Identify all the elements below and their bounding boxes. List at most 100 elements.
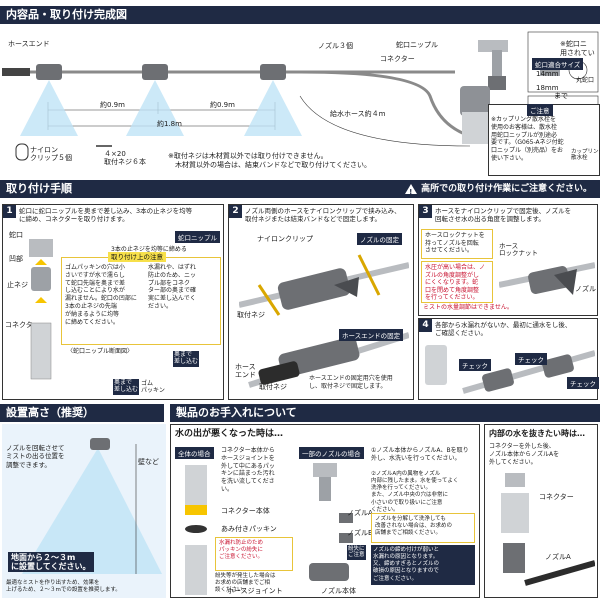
step-number: 2	[229, 205, 242, 218]
label-faucet: 蛇口	[9, 231, 23, 239]
caution-title: 取り付け上の注意	[108, 252, 166, 263]
label-screw: 取付ネジ	[237, 311, 265, 319]
label-connector-body: コネクター本体	[221, 507, 270, 515]
label-hose-joint: ホースジョイント	[227, 587, 283, 595]
caution-all: 水漏れ防止のためパッキンの紛失にご注意ください。	[215, 537, 293, 571]
screw-note: 3本の止ネジを均等に締める	[111, 246, 187, 253]
section-header-install: 取り付け手順 高所での取り付け作業にご注意ください。	[0, 180, 600, 199]
label-nozzle-body: ノズル本体	[321, 587, 356, 595]
step1-text: 蛇口に蛇口ニップルを奥まで差し込み、3本の止ネジを均等に締め、コネクターを取り付…	[19, 207, 193, 224]
care-drain-panel: 内部の水を抜きたい時は… コネクターを外した後、ノズル本体からノズルAを外してく…	[484, 424, 598, 598]
step4-text: 各部から水漏れがないか、最初に通水をし後、ご確認ください。	[435, 321, 572, 338]
height-note: ノズルを回転させてミストの出る位置を調整できます。	[6, 444, 65, 469]
section-title: 内容品・取り付け完成図	[6, 8, 127, 21]
section-title: 取り付け手順	[6, 182, 72, 195]
note1: ※取付ネジは木材質以外では取り付けできません。	[168, 152, 328, 160]
coupling-label: カップリング 散水栓	[571, 149, 600, 162]
label-dist1: 約0.9m	[100, 101, 125, 109]
step1-drawing	[29, 239, 53, 380]
hose-end-fix-tag: ホースエンドの固定	[339, 329, 404, 341]
step2-text: ノズル両側のホースをナイロンクリップで挟み込み、取付ネジまたは結束バンドなどで固…	[245, 207, 401, 224]
round-faucet: 丸蛇口	[576, 77, 595, 84]
section-title: 設置高さ（推奨）	[6, 406, 94, 419]
nozzle-fix-tag: ノズルの固定	[357, 233, 402, 245]
label-nozzle-a2: ノズルA	[545, 553, 571, 561]
step1-panel: 1 蛇口に蛇口ニップルを奥まで差し込み、3本の止ネジを均等に締め、コネクターを取…	[2, 204, 224, 400]
height-drawing	[22, 438, 162, 574]
label-wall: 壁など	[138, 458, 159, 466]
nipple-tag: 蛇口ニップル	[175, 231, 220, 243]
all-case-drawing	[185, 465, 207, 595]
section-header-care: 製品のお手入れについて	[170, 404, 600, 422]
faucet-box-text1: ※蛇口ニ	[560, 40, 587, 48]
section-header-height: 設置高さ（推奨）	[0, 404, 164, 422]
height-recommend: 地面から２～３m に設置してください。	[8, 552, 94, 573]
rotate-note: ノズルの締め付けが弱いと水漏れの原因となります。又、締めすぎるとノズルの破損の原…	[371, 545, 475, 585]
step4-drawing	[425, 345, 595, 394]
label-stop-screw: 止ネジ	[7, 281, 28, 289]
label-clip: ナイロン クリップ５個	[30, 146, 72, 163]
label-nylon-clip: ナイロンクリップ	[257, 235, 313, 243]
label-nozzle-b: ノズルB	[347, 529, 373, 537]
label-lock-nut: ホース ロックナット	[499, 242, 538, 258]
step3-text: ホースをナイロンクリップで固定後、ノズルを回転させ水の出る角度を調整します。	[435, 207, 572, 224]
drain-drawing	[501, 473, 595, 586]
label-packing: あみ付きパッキン	[221, 525, 277, 533]
part-case-text2: ②ノズルA内の異物をノズル 内部に残したまま。水を使ってよく洗浄を行ってください…	[371, 471, 459, 513]
height-warning: 高所での取り付け作業にご注意ください。	[405, 182, 592, 199]
section-header-contents: 内容品・取り付け完成図	[0, 6, 600, 24]
label-feed-hose: 給水ホース約４m	[330, 110, 386, 118]
label-nozzle-a: ノズルA	[347, 509, 373, 517]
lock-note: ホースロックナットを持ってノズルを回転させてください。	[421, 229, 493, 259]
caution-all2: 紛失等が発生した場合はお求めの店舗までご相談ください。	[215, 573, 276, 594]
label-recess: 凹部	[9, 255, 23, 263]
step3-panel: 3 ホースをナイロンクリップで固定後、ノズルを回転させ水の出る角度を調整します。…	[418, 204, 598, 316]
all-case-tag: 全体の場合	[175, 447, 214, 459]
part-case-tag: 一部のノズルの場合	[299, 447, 364, 459]
label-hose-end: ホース エンド	[235, 363, 256, 380]
install-caution-box: 取り付け上の注意 ゴムパッキンの穴は小さいですが水で濡らして蛇口先端を奥まで差し…	[61, 252, 221, 345]
step2-drawing	[239, 254, 409, 388]
hose-end-note: ホースエンドの固定用穴を使用し、取付ネジで固定します。	[309, 375, 393, 390]
step-number: 3	[419, 205, 432, 218]
caution-title: ご注意	[527, 104, 553, 116]
label-connector: コネクター	[380, 55, 415, 63]
check-tag-3: チェック	[567, 377, 599, 389]
size-until: まで	[554, 92, 568, 100]
drain-text: コネクターを外した後、ノズル本体からノズルAを外してください。	[489, 443, 560, 466]
step3-drawing	[499, 262, 595, 295]
size1: 14mm	[536, 70, 559, 78]
caution-lines: ※カップリング散水栓を使用のお客様は、散水栓用蛇口ニップルが別途必要です。（G0…	[491, 116, 564, 162]
push-in-tag: 奥まで 差し込む	[173, 351, 200, 367]
push-in-tag2: 奥まで 差し込む	[113, 379, 140, 395]
label-faucet-nipple: 蛇口ニップル	[396, 41, 438, 49]
height-foot: 最適なミストを作り出すため、効果を上げるため、２～３mでの設置を推奨します。	[6, 580, 121, 594]
mist-warning: ミストの水量調節はできません。	[423, 304, 513, 311]
check-tag-1: チェック	[459, 359, 491, 371]
drain-title: 内部の水を抜きたい時は…	[489, 429, 585, 438]
warning-icon	[405, 183, 418, 199]
label-nozzle-count: ノズル３個	[318, 42, 353, 50]
part-case-text: ①ノズル本体からノズルA、Bを取り外し、水洗いを行ってください。	[371, 447, 469, 462]
step4-panel: 4 各部から水漏れがないか、最初に通水をし後、ご確認ください。 チェック チェッ…	[418, 318, 599, 400]
faucet-box-text2: 用されてい	[560, 49, 595, 57]
yellow-note: ノズルを分解して洗浄しても改善されない場合は、お求めの店舗までご相談ください。	[371, 513, 475, 543]
faucet-fit-tag: 蛇口適合サイズ	[532, 58, 584, 70]
note2: 木材質以外の場合は、結束バンドなどで取り付けてください。	[168, 161, 371, 169]
step-number: 1	[3, 205, 16, 218]
section-title: 製品のお手入れについて	[176, 406, 297, 419]
lose-tag: 紛失に ご注意	[347, 545, 366, 560]
angle-note: 水圧が高い場合は、ノズルの角度調整がしにくくなります。蛇口を閉めて角度調整を行っ…	[421, 261, 493, 303]
rubber-packing-label: ゴム パッキン	[141, 380, 165, 394]
all-case-text: コネクター本体からホースジョイントを外して中にあるパッキンに詰まった汚れを洗い流…	[221, 447, 275, 493]
care-weak-panel: 水の出が悪くなった時は… 全体の場合 コネクター本体からホースジョイントを外して…	[170, 424, 480, 598]
part-case-drawing	[309, 463, 353, 581]
label-hose-end: ホースエンド	[8, 40, 50, 48]
label-dist-total: 約1.8m	[157, 120, 182, 128]
caution-box-coupling: ご注意 ※カップリング散水栓を使用のお客様は、散水栓用蛇口ニップルが別途必要です…	[488, 104, 600, 176]
size2: 18mm	[536, 84, 559, 92]
label-connector: コネクター	[539, 493, 574, 501]
step-number: 4	[419, 319, 432, 332]
label-dist2: 約0.9m	[210, 101, 235, 109]
step2-panel: 2 ノズル両側のホースをナイロンクリップで挟み込み、取付ネジまたは結束バンドなど…	[228, 204, 414, 400]
